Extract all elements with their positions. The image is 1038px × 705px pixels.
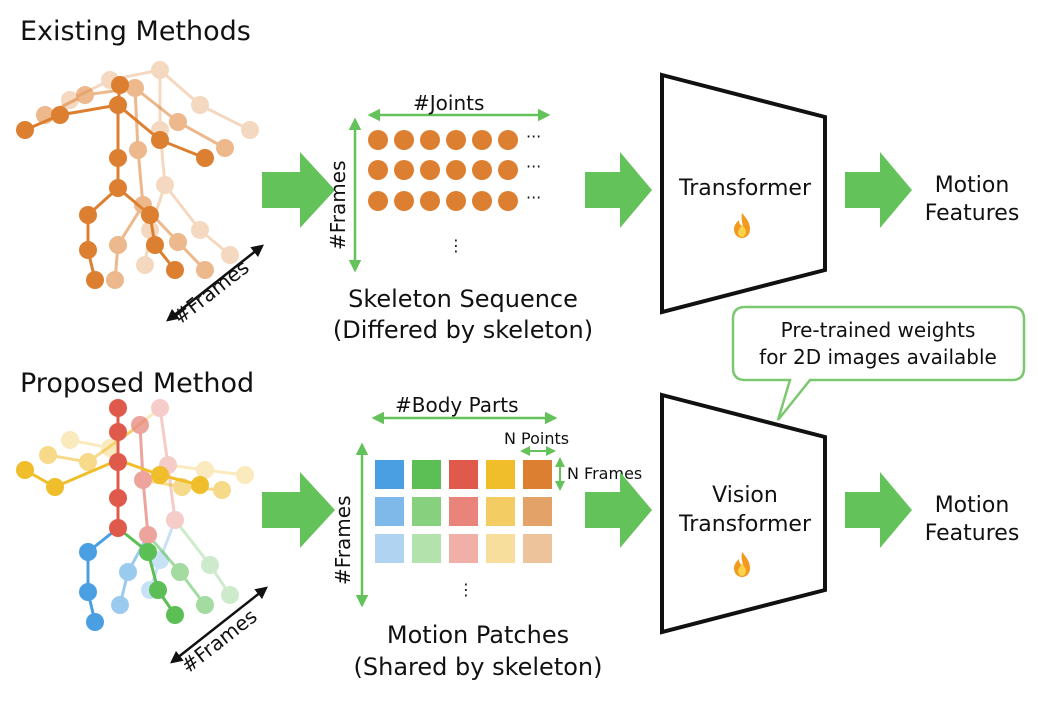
patch-cell (523, 534, 552, 563)
patch-cell (375, 534, 404, 563)
seq-frames-label-top: #Frames (326, 161, 350, 251)
patch-cells (375, 460, 552, 563)
flow-arrow-1 (262, 152, 335, 228)
vision-transformer-label-line2: Transformer (678, 512, 812, 537)
n-points-label: N Points (504, 429, 569, 448)
flow-arrow-4 (262, 472, 335, 548)
patches-ellipsis-column: ⋮ (458, 580, 474, 599)
patch-cell (375, 497, 404, 526)
patch-cell (486, 497, 515, 526)
fire-icon (734, 213, 750, 238)
motion-patches-subcaption: (Shared by skeleton) (354, 653, 603, 681)
skeleton-sequence-illustration-bottom (16, 399, 254, 631)
frames-axis-label-bottom: #Frames (176, 604, 261, 678)
body-parts-label: #Body Parts (395, 393, 519, 417)
joint-dots (368, 130, 518, 211)
existing-methods-title: Existing Methods (20, 16, 251, 47)
patch-cell (486, 534, 515, 563)
joints-label: #Joints (413, 91, 484, 115)
patch-cell (412, 460, 441, 489)
patch-cell (523, 497, 552, 526)
patch-cell (449, 497, 478, 526)
fire-icon (734, 552, 750, 577)
frames-axis-arrow-top (166, 244, 264, 322)
vision-transformer-label-line1: Vision (712, 483, 778, 508)
patch-cell (449, 460, 478, 489)
patch-cell (523, 460, 552, 489)
flow-arrow-5 (585, 472, 652, 548)
callout-line1: Pre-trained weights (781, 318, 976, 342)
patch-cell (412, 497, 441, 526)
output-label-top-line1: Motion (935, 173, 1010, 198)
transformer-block (660, 72, 827, 315)
frames-axis-arrow-bottom (170, 586, 268, 664)
vision-transformer-block (660, 392, 827, 635)
output-label-bottom-line2: Features (925, 521, 1020, 546)
ellipsis-row-3: ··· (526, 188, 541, 207)
flow-arrow-3 (845, 152, 912, 228)
ellipsis-column: ⋮ (448, 236, 464, 255)
proposed-method-title: Proposed Method (20, 368, 254, 399)
joints-grid: #Frames #Joints ··· ··· ··· ⋮ (326, 91, 551, 273)
patch-cell (375, 460, 404, 489)
transformer-label: Transformer (678, 176, 812, 201)
ellipsis-row-2: ··· (526, 157, 541, 176)
skeleton-sequence-caption: Skeleton Sequence (348, 285, 578, 313)
skeleton-sequence-subcaption: (Differed by skeleton) (333, 316, 593, 344)
output-label-top-line2: Features (925, 201, 1020, 226)
patch-cell (486, 460, 515, 489)
ellipsis-row-1: ··· (526, 127, 541, 146)
patch-cell (449, 534, 478, 563)
n-frames-label: N Frames (567, 464, 642, 483)
flow-arrow-6 (845, 472, 912, 548)
callout-line2: for 2D images available (759, 345, 997, 369)
motion-patches-caption: Motion Patches (387, 621, 569, 649)
skeleton-sequence-illustration-top (16, 61, 259, 289)
pretrained-weights-callout: Pre-trained weights for 2D images availa… (731, 305, 1026, 421)
patch-cell (412, 534, 441, 563)
output-label-bottom-line1: Motion (935, 493, 1010, 518)
flow-arrow-2 (585, 152, 652, 228)
motion-patches-grid: #Frames #Body Parts N Points N Frames ⋮ (331, 393, 642, 608)
seq-frames-label-bottom: #Frames (331, 496, 355, 586)
